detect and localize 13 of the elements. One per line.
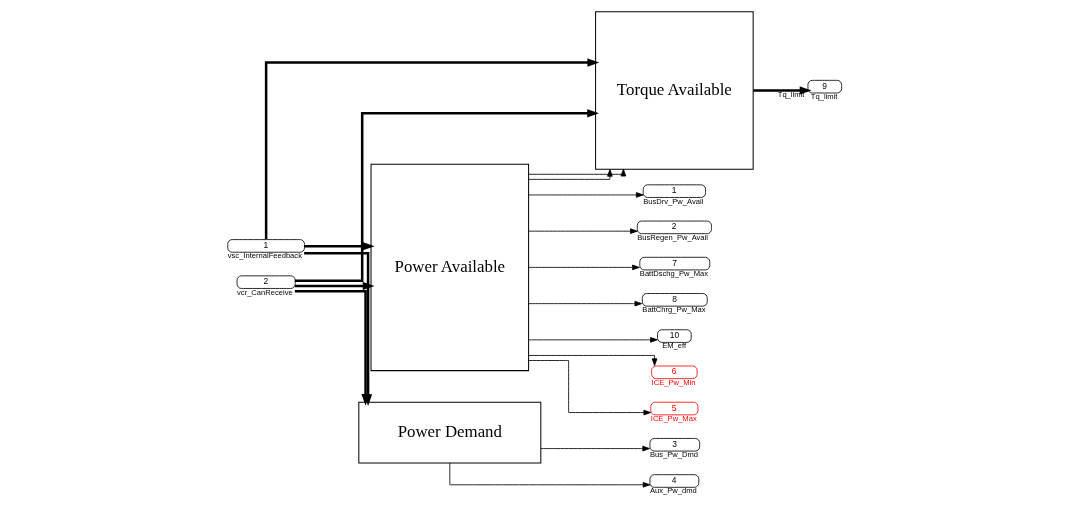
edge-label: Tq_limit — [777, 89, 805, 99]
node-label: ICE_Pw_Max — [650, 413, 697, 423]
node-label: Tq_limit — [810, 92, 838, 102]
node-label: ICE_Pw_Min — [651, 377, 696, 387]
node-label: BattDschg_Pw_Max — [639, 269, 709, 278]
node-label: Aux_Pw_dmd — [649, 486, 697, 496]
node-label: EM_eff — [662, 341, 687, 351]
node-label: vsc_InternalFeedback — [227, 251, 302, 261]
node-label: vcr_CanReceive — [237, 287, 293, 297]
node-label: BattChrg_Pw_Max — [642, 305, 706, 315]
node-label: Bus_Pw_Dmd — [649, 450, 698, 460]
node-label: BusDrv_Pw_Avail — [643, 196, 704, 206]
node-label: BusRegen_Pw_Avail — [637, 232, 708, 242]
